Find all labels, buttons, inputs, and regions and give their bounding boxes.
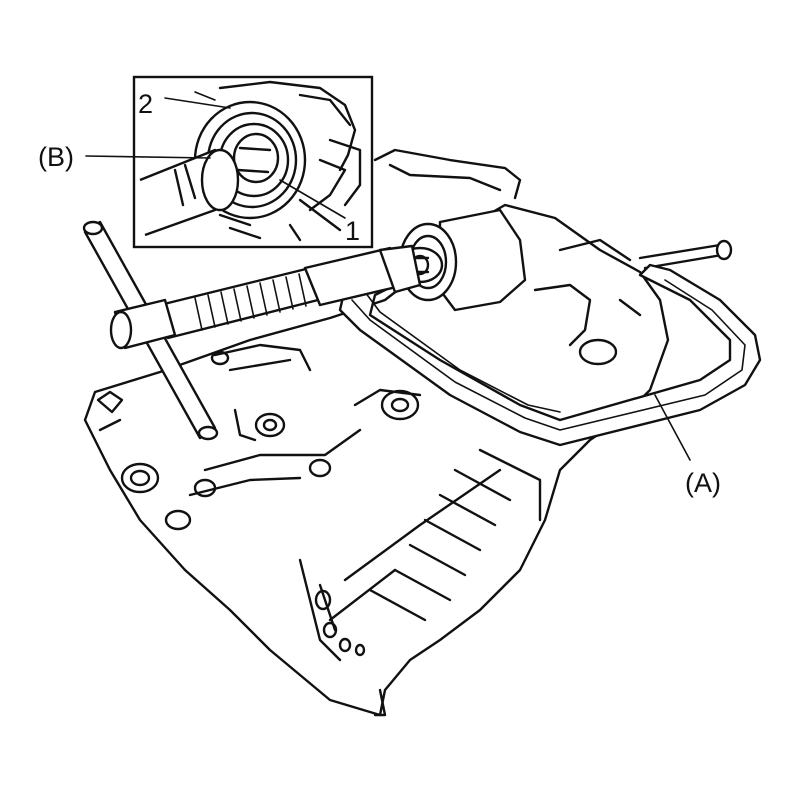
puller-tool-a [82,220,762,447]
label-tool-a: (A) [685,468,721,498]
detail-inset [85,75,374,249]
label-tool-b: (B) [38,142,74,172]
screw-threads [194,273,307,331]
leader-a [654,394,691,461]
output-flange [396,208,527,312]
label-part-2: 2 [138,89,153,119]
label-part-1: 1 [345,216,360,246]
